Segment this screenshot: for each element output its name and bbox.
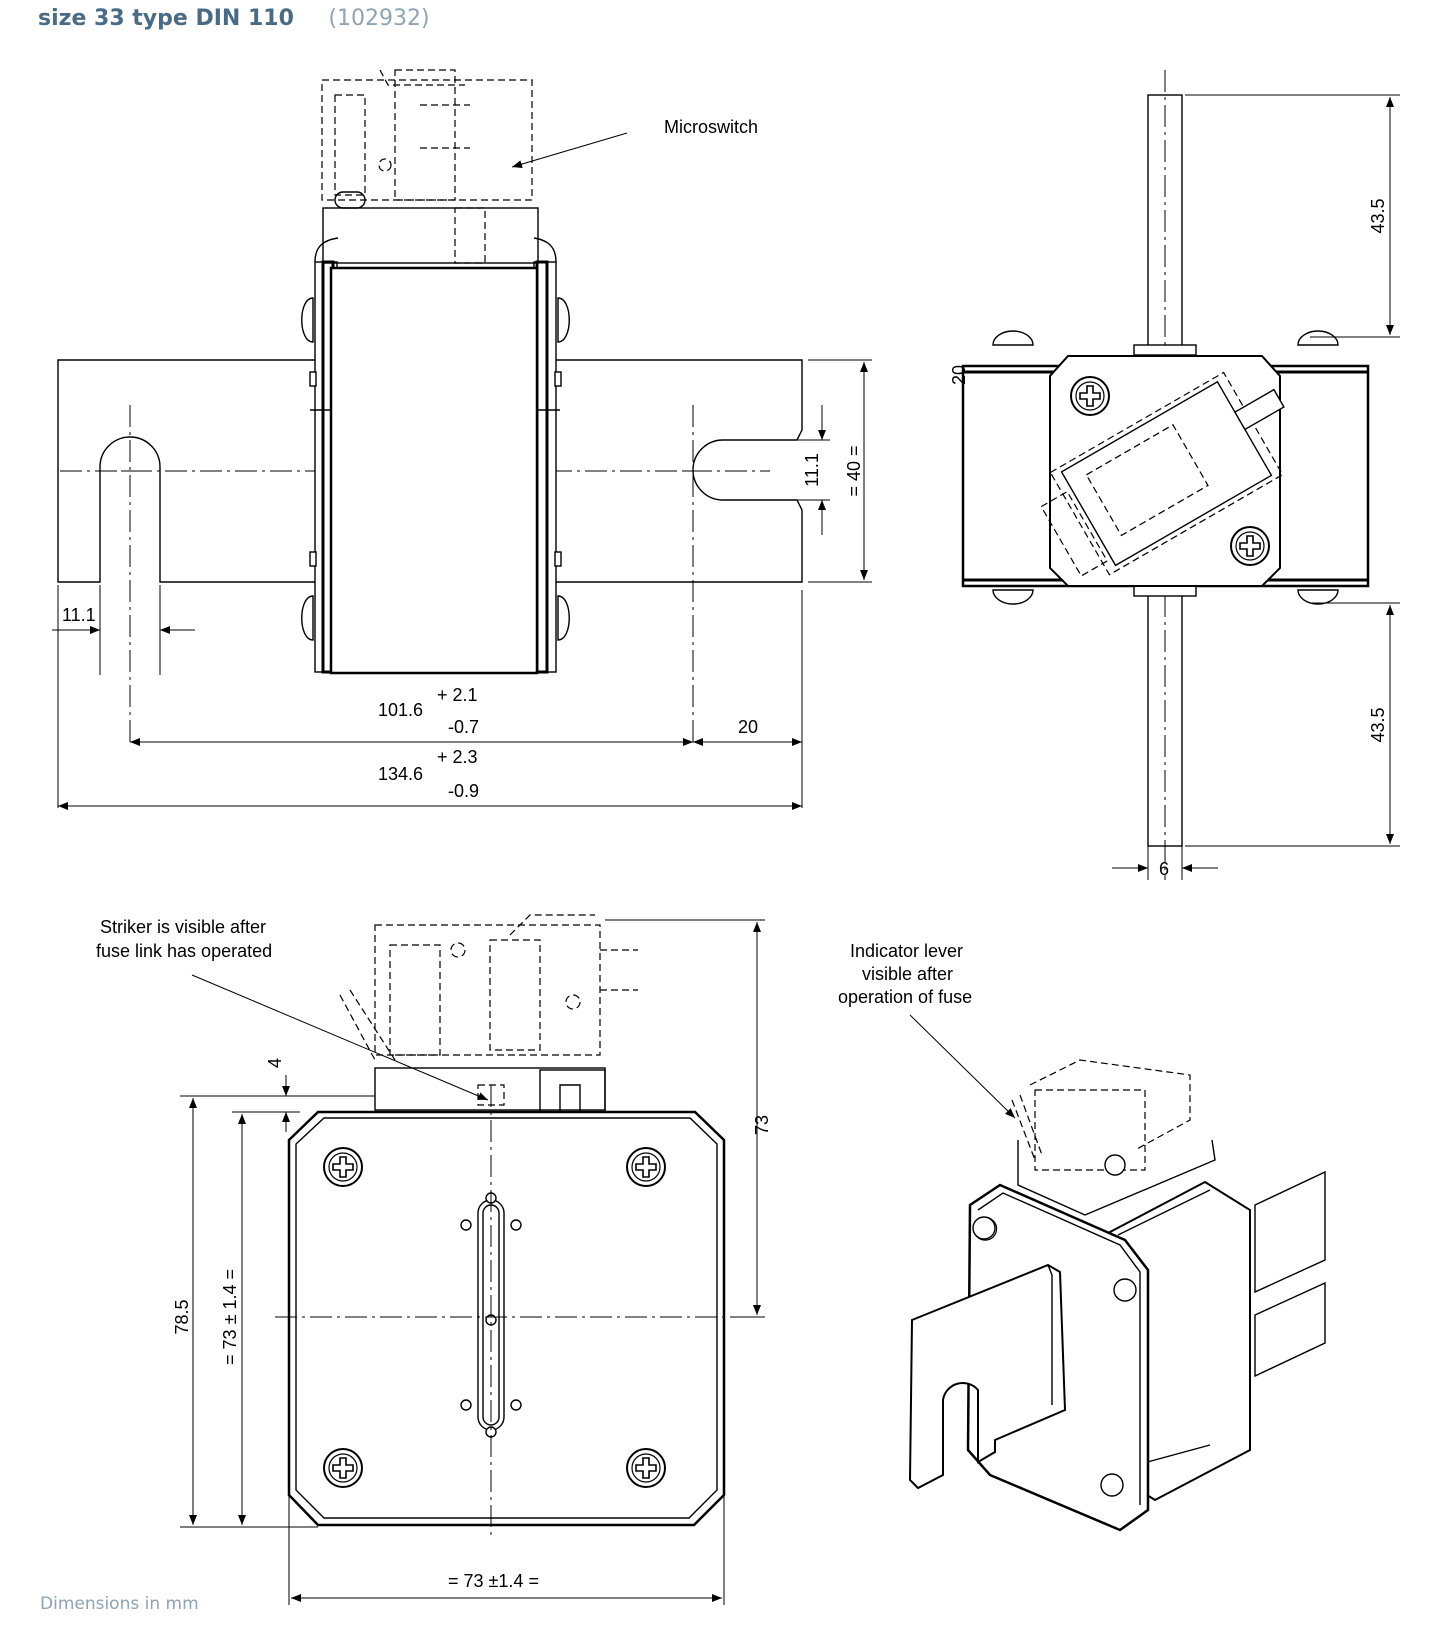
striker-label-1: Striker is visible after bbox=[100, 917, 266, 937]
dim-6: 6 bbox=[1159, 859, 1169, 879]
microswitch-label: Microswitch bbox=[664, 117, 758, 137]
dim-101-6-minus: -0.7 bbox=[448, 717, 479, 737]
dim-73-tol-vertical: = 73 ± 1.4 = bbox=[220, 1269, 240, 1365]
dim-78-5: 78.5 bbox=[172, 1299, 192, 1334]
indicator-label-1: Indicator lever bbox=[850, 941, 963, 961]
dim-134-6-minus: -0.9 bbox=[448, 781, 479, 801]
end-plate bbox=[287, 1110, 726, 1527]
indicator-label-3: operation of fuse bbox=[838, 987, 972, 1007]
dim-43-5-top: 43.5 bbox=[1368, 198, 1388, 233]
dim-134-6-plus: + 2.3 bbox=[437, 747, 478, 767]
part-code: (102932) bbox=[328, 6, 430, 31]
dim-101-6-plus: + 2.1 bbox=[437, 685, 478, 705]
iso-front-blade bbox=[908, 1263, 1067, 1490]
dim-40: = 40 = bbox=[844, 445, 864, 496]
front-view: Microswitch = 40 = 11.1 11.1 101.6 + 2.1… bbox=[52, 69, 872, 810]
dim-4: 4 bbox=[265, 1058, 285, 1068]
end-view: Striker is visible after fuse link has o… bbox=[96, 914, 772, 1605]
dim-11-1-slot: 11.1 bbox=[802, 453, 822, 487]
drawing-title: size 33 type DIN 110 bbox=[38, 6, 294, 31]
side-view: 20 43.5 43.5 6 bbox=[949, 70, 1400, 880]
dim-20: 20 bbox=[738, 717, 758, 737]
fuse-body bbox=[329, 266, 539, 675]
blade-outline bbox=[57, 359, 803, 583]
isometric-view: Indicator lever visible after operation … bbox=[838, 941, 1326, 1532]
dim-20-side: 20 bbox=[949, 365, 969, 385]
microswitch-body bbox=[321, 79, 533, 201]
dim-11-1-left: 11.1 bbox=[62, 605, 96, 625]
striker-label-2: fuse link has operated bbox=[96, 941, 272, 961]
dim-134-6: 134.6 bbox=[378, 764, 423, 784]
indicator-label-2: visible after bbox=[862, 964, 953, 984]
header: size 33 type DIN 110 (102932) bbox=[38, 6, 430, 31]
footnote: Dimensions in mm bbox=[40, 1594, 199, 1614]
dim-43-5-bottom: 43.5 bbox=[1368, 707, 1388, 742]
dim-101-6: 101.6 bbox=[378, 700, 423, 720]
dim-73-vertical: 73 bbox=[752, 1115, 772, 1135]
dim-73-tol-horizontal: = 73 ±1.4 = bbox=[448, 1571, 539, 1591]
